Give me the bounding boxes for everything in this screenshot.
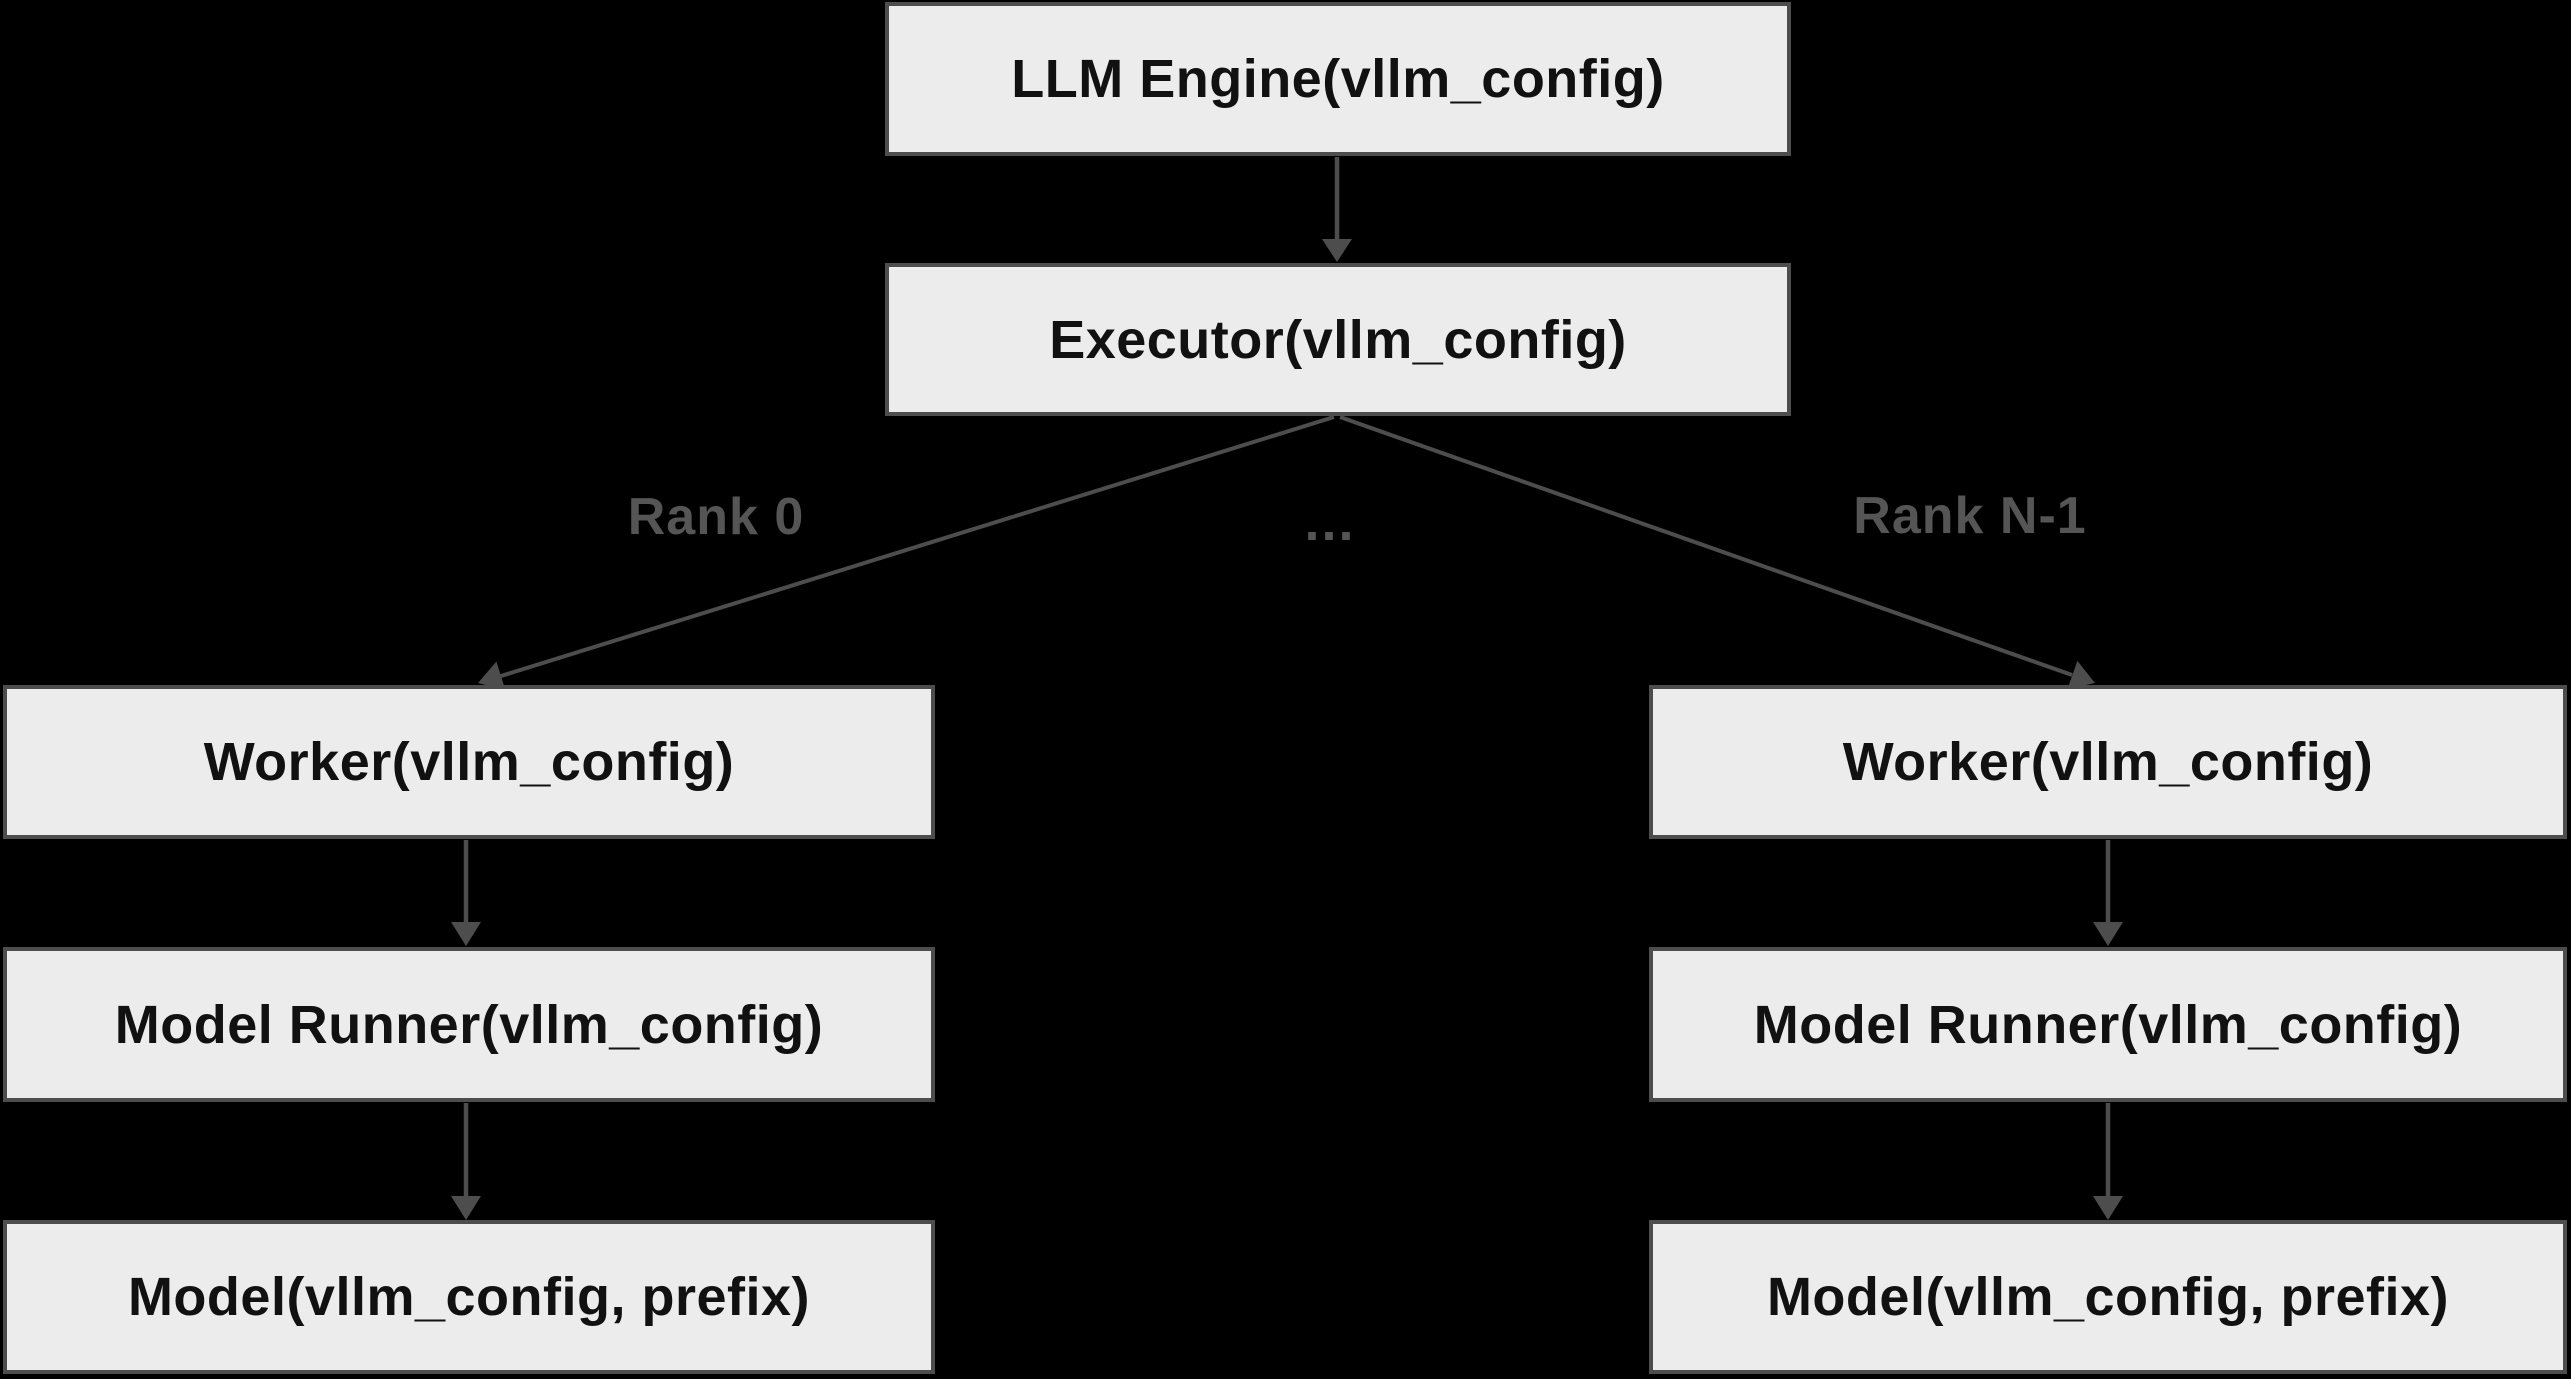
edge-line (500, 415, 1335, 678)
arrowhead-down-icon (451, 922, 481, 946)
edge-executor-to-worker-left (478, 415, 1335, 691)
edge-label-rank-0: Rank 0 (627, 488, 805, 546)
edge-model-runner-right-to-model-right (2093, 1103, 2123, 1220)
arrowhead-down-icon (2093, 1196, 2123, 1220)
node-model-left-label: Model(vllm_config, prefix) (127, 1267, 811, 1327)
node-model-runner-right: Model Runner(vllm_config) (1649, 947, 2567, 1102)
arrowhead-diagonal-icon (2067, 660, 2095, 690)
node-model-right-label: Model(vllm_config, prefix) (1766, 1267, 2450, 1327)
arrowhead-diagonal-icon (478, 661, 506, 691)
node-worker-right-label: Worker(vllm_config) (1842, 732, 2374, 792)
arrowhead-down-icon (1322, 239, 1352, 262)
node-worker-left: Worker(vllm_config) (3, 685, 935, 839)
edge-executor-to-worker-right (1339, 415, 2095, 690)
node-model-runner-right-label: Model Runner(vllm_config) (1753, 994, 2463, 1055)
node-model-right: Model(vllm_config, prefix) (1649, 1220, 2567, 1374)
node-model-runner-left-label: Model Runner(vllm_config) (114, 994, 824, 1055)
arrowhead-down-icon (451, 1196, 481, 1220)
node-llm-engine-label: LLM Engine(vllm_config) (1011, 49, 1665, 109)
edge-label-ellipsis: ... (1304, 492, 1356, 552)
edge-worker-left-to-model-runner-left (451, 840, 481, 946)
node-worker-left-label: Worker(vllm_config) (203, 732, 735, 792)
arrowhead-down-icon (2093, 922, 2123, 946)
edge-label-rank-n-1: Rank N-1 (1853, 487, 2087, 545)
edge-model-runner-left-to-model-left (451, 1103, 481, 1220)
edge-engine-to-executor (1322, 157, 1352, 262)
edge-line (1339, 415, 2073, 677)
node-executor: Executor(vllm_config) (885, 263, 1791, 416)
edge-worker-right-to-model-runner-right (2093, 840, 2123, 946)
node-model-runner-left: Model Runner(vllm_config) (3, 947, 935, 1102)
node-worker-right: Worker(vllm_config) (1649, 685, 2567, 839)
node-executor-label: Executor(vllm_config) (1049, 309, 1627, 370)
node-model-left: Model(vllm_config, prefix) (3, 1220, 935, 1374)
node-llm-engine: LLM Engine(vllm_config) (885, 2, 1791, 156)
